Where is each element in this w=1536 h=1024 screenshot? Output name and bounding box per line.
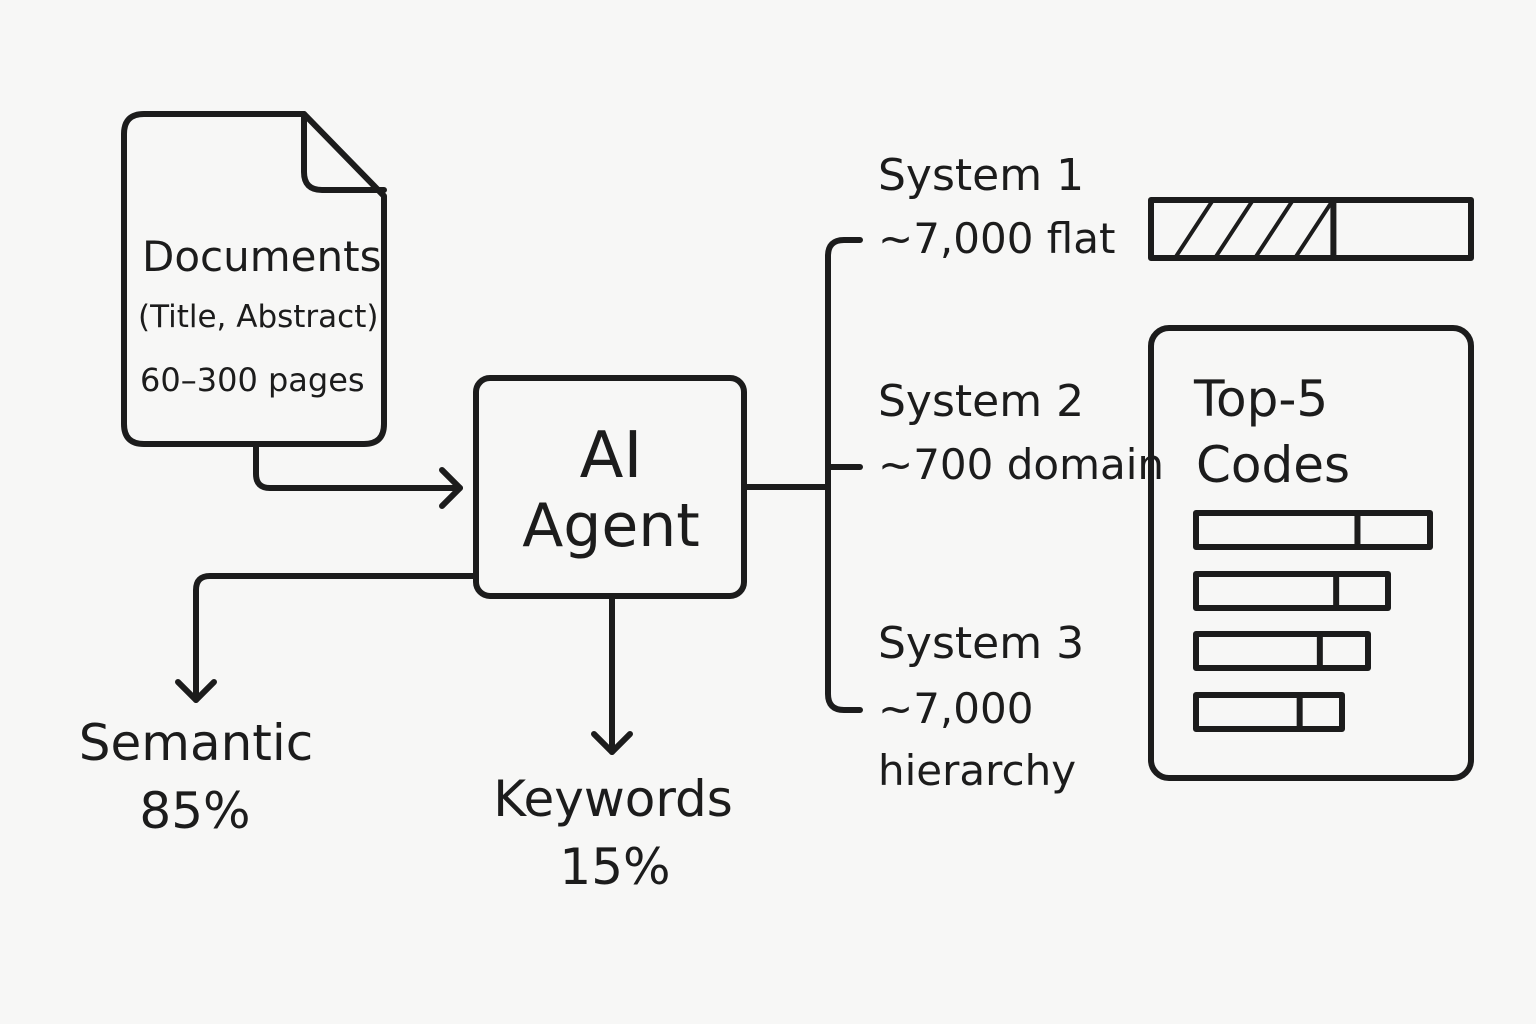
system2-description: ~700 domain [878,440,1165,489]
system3-description-line1: ~7,000 [878,684,1034,733]
code-bar-3 [1193,631,1371,671]
system1-name: System 1 [878,150,1085,201]
arrowhead-right [439,467,463,509]
system1-bar [1148,197,1474,261]
system2-name: System 2 [878,376,1085,427]
documents-to-agent-arrow [253,443,463,491]
keywords-value: 15% [559,838,671,896]
system1-description: ~7,000 flat [878,214,1116,263]
arrowhead-down-semantic [175,679,217,703]
semantic-value: 85% [139,782,251,840]
code-bar-1 [1193,510,1433,550]
document-icon [121,111,387,447]
agent-to-semantic-arrow [193,573,479,703]
systems-bracket [825,237,863,713]
semantic-label: Semantic [78,714,314,772]
keywords-label: Keywords [493,770,733,828]
code-bar-4 [1193,692,1345,732]
system3-name: System 3 [878,618,1085,669]
code-bar-2 [1193,571,1391,611]
document-fold [301,111,387,193]
top5-codes-panel [1148,325,1474,781]
documents-title: Documents [142,232,382,281]
system3-description-line2: hierarchy [878,746,1077,795]
documents-page-range: 60–300 pages [140,361,365,399]
agent-label-line1: AI [579,419,643,493]
arrowhead-down-keywords [591,731,633,755]
top5-title-line2: Codes [1196,436,1351,494]
top5-title-line1: Top-5 [1194,370,1329,428]
documents-fields: (Title, Abstract) [138,299,379,335]
agent-label-line2: Agent [522,491,700,561]
